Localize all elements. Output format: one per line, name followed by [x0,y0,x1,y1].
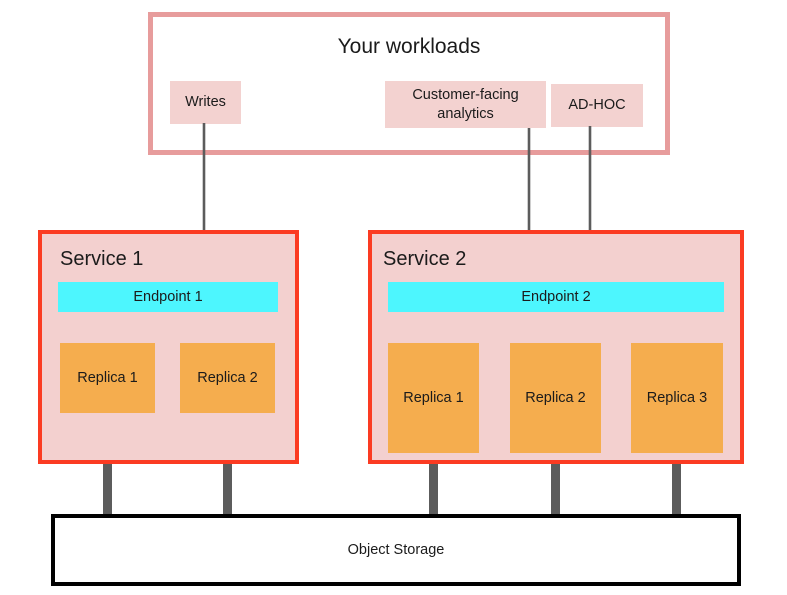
workloads-title: Your workloads [337,35,481,58]
service-2-replica-3[interactable]: Replica 3 [631,343,723,453]
connector-s2-replica3-storage [672,453,681,516]
service-1-replica-2[interactable]: Replica 2 [180,343,275,413]
service-title-1: Service 1 [60,248,144,270]
service-2-replica-2[interactable]: Replica 2 [510,343,601,453]
service-2-replica-1[interactable]: Replica 1 [388,343,479,453]
workload-chip-customer-facing-analytics[interactable]: Customer-facing analytics [385,81,546,128]
object-storage-box[interactable]: Object Storage [51,514,741,586]
endpoint-1[interactable]: Endpoint 1 [58,282,278,312]
workload-chip-ad-hoc[interactable]: AD-HOC [551,84,643,127]
service-1-replica-1[interactable]: Replica 1 [60,343,155,413]
endpoint-2[interactable]: Endpoint 2 [388,282,724,312]
connector-s1-replica2-storage [223,413,232,516]
connector-s1-replica1-storage [103,413,112,516]
connector-s2-replica2-storage [551,453,560,516]
service-title-2: Service 2 [383,248,467,270]
connector-s2-replica1-storage [429,453,438,516]
workload-chip-writes[interactable]: Writes [170,81,241,124]
